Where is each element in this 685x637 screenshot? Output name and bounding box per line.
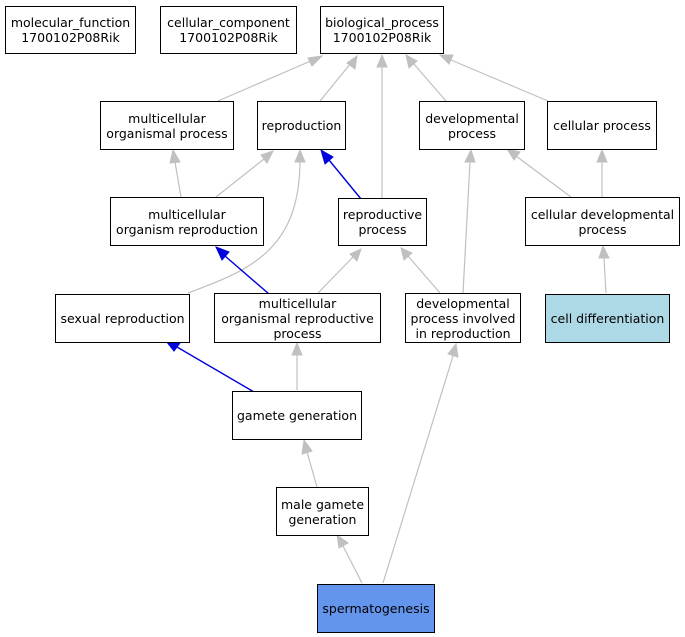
edge-multicellular-organism-reproduction-to-reproduction	[215, 150, 274, 198]
node-multicellular-organismal-reproductive-process-label: multicellular organismal reproductive pr…	[221, 295, 374, 341]
node-cellular-process-label: cellular process	[553, 118, 651, 133]
node-reproductive-process-label: reproductive process	[342, 207, 423, 237]
node-cellular-component[interactable]: cellular_component 1700102P08Rik	[160, 6, 297, 54]
node-multicellular-organism-reproduction[interactable]: multicellular organism reproduction	[110, 197, 264, 246]
node-cellular-process[interactable]: cellular process	[547, 101, 657, 150]
node-molecular-function[interactable]: molecular_function 1700102P08Rik	[5, 6, 136, 54]
node-developmental-process-involved-in-reproduction[interactable]: developmental process involved in reprod…	[405, 293, 521, 343]
edge-multicellular-organism-reproduction-to-multicellular-organismal-process	[169, 148, 182, 198]
edge-gamete-generation-to-sexual-reproduction-highlight	[164, 340, 255, 393]
edge-reproduction-to-biological-process	[319, 54, 358, 102]
node-sexual-reproduction[interactable]: sexual reproduction	[55, 294, 190, 343]
node-biological-process-label: biological_process 1700102P08Rik	[325, 15, 439, 45]
edge-developmental-process-involved-in-reproduction-to-developmental-process	[462, 148, 476, 294]
edge-multicellular-organismal-reproductive-process-to-multicellular-organism-reproduction-highlight	[215, 246, 270, 295]
node-cell-differentiation[interactable]: cell differentiation	[545, 294, 670, 343]
node-biological-process[interactable]: biological_process 1700102P08Rik	[320, 6, 444, 54]
node-gamete-generation[interactable]: gamete generation	[232, 391, 362, 440]
edge-spermatogenesis-to-male-gamete-generation	[336, 533, 363, 584]
edge-reproductive-process-to-reproduction-highlight	[320, 148, 362, 200]
edge-male-gamete-generation-to-gamete-generation	[301, 438, 318, 488]
edge-reproductive-process-to-biological-process	[376, 53, 388, 199]
node-cellular-developmental-process-label: cellular developmental process	[530, 206, 675, 237]
node-cell-differentiation-label: cell differentiation	[550, 311, 665, 326]
node-sexual-reproduction-label: sexual reproduction	[60, 311, 185, 326]
node-developmental-process-label: developmental process	[425, 110, 519, 141]
node-developmental-process[interactable]: developmental process	[419, 101, 525, 150]
node-molecular-function-label: molecular_function 1700102P08Rik	[10, 15, 131, 45]
edge-cellular-developmental-process-to-cellular-process	[596, 148, 608, 197]
edge-multicellular-organismal-process-to-biological-process	[217, 55, 324, 102]
edge-sexual-reproduction-to-reproduction	[187, 148, 306, 294]
node-cellular-developmental-process[interactable]: cellular developmental process	[525, 197, 680, 246]
node-reproductive-process[interactable]: reproductive process	[338, 198, 427, 246]
node-reproduction-label: reproduction	[261, 118, 342, 133]
edge-developmental-process-to-biological-process	[405, 54, 447, 102]
node-multicellular-organismal-process-label: multicellular organismal process	[106, 110, 228, 141]
node-developmental-process-involved-in-reproduction-label: developmental process involved in reprod…	[410, 295, 516, 341]
node-cellular-component-label: cellular_component 1700102P08Rik	[167, 15, 290, 45]
node-spermatogenesis-label: spermatogenesis	[322, 601, 430, 616]
edge-developmental-process-involved-in-reproduction-to-reproductive-process	[400, 247, 441, 294]
node-male-gamete-generation-label: male gamete generation	[280, 496, 365, 527]
edge-gamete-generation-to-multicellular-organismal-reproductive-process	[291, 341, 303, 390]
node-multicellular-organismal-process[interactable]: multicellular organismal process	[100, 101, 234, 150]
node-male-gamete-generation[interactable]: male gamete generation	[276, 487, 369, 536]
node-gamete-generation-label: gamete generation	[236, 408, 357, 423]
node-multicellular-organism-reproduction-label: multicellular organism reproduction	[116, 206, 258, 237]
edge-multicellular-organismal-reproductive-process-to-reproductive-process	[317, 248, 362, 294]
edge-cell-differentiation-to-cellular-developmental-process	[598, 244, 610, 294]
node-multicellular-organismal-reproductive-process[interactable]: multicellular organismal reproductive pr…	[214, 293, 381, 343]
edge-cellular-developmental-process-to-developmental-process	[505, 148, 572, 198]
edge-cellular-process-to-biological-process	[438, 54, 549, 102]
edge-spermatogenesis-to-developmental-process-involved-in-reproduction	[382, 342, 459, 584]
node-reproduction[interactable]: reproduction	[257, 101, 346, 150]
node-spermatogenesis[interactable]: spermatogenesis	[317, 584, 435, 633]
